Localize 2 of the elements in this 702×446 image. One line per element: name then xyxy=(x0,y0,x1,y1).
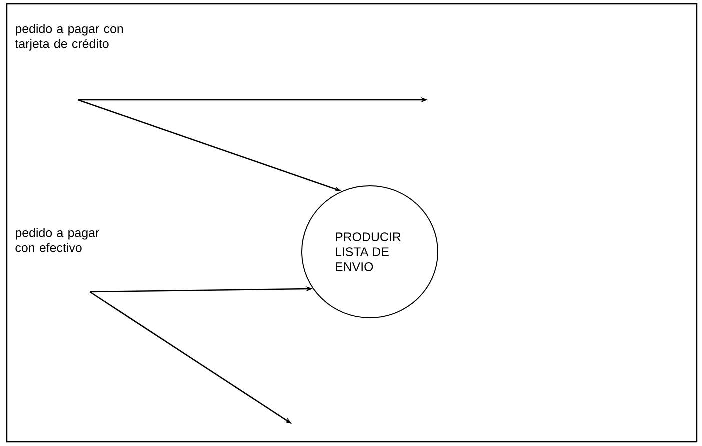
flow-label: pedido a pagar con efectivo xyxy=(16,228,100,252)
flow-label: pedido a pagar con tarjeta de crédito xyxy=(15,24,124,51)
